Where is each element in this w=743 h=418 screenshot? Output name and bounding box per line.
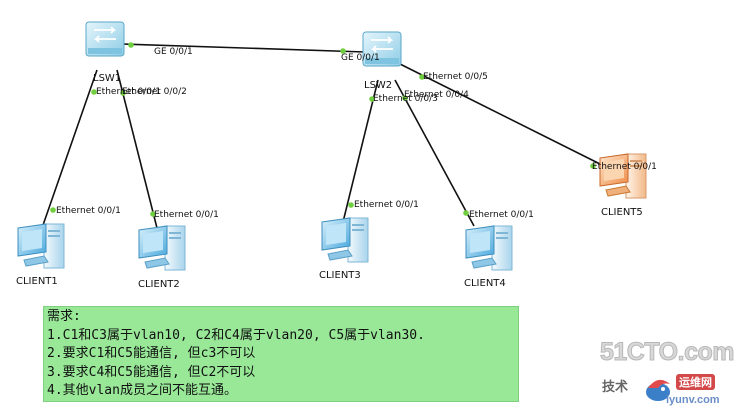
watermark-tagline: 技术: [602, 380, 629, 395]
requirements-box: 需求: 1.C1和C3属于vlan10, C2和C4属于vlan20, C5属于…: [43, 306, 519, 402]
computer-icon[interactable]: [462, 224, 518, 274]
link-lsw1-lsw2: [121, 43, 366, 53]
site-watermark: 51CTO.com 技术 运维网 iyunv.com: [596, 336, 736, 412]
device-name-client1: CLIENT1: [16, 276, 58, 287]
link-lsw1-client2: [116, 69, 158, 229]
link-lsw2-client4: [394, 79, 475, 227]
port-label-lsw1-ge: GE 0/0/1: [154, 47, 193, 57]
port-dot-lsw1-eth1: [91, 89, 97, 95]
computer-icon[interactable]: [596, 152, 652, 202]
port-dot-lsw2-eth3: [369, 96, 375, 102]
device-name-lsw1: LSW1: [93, 73, 122, 84]
port-label-client3: Ethernet 0/0/1: [354, 200, 419, 210]
device-name-client3: CLIENT3: [319, 270, 361, 281]
computer-icon[interactable]: [135, 224, 191, 274]
port-dot-lsw2-ge: [340, 48, 346, 54]
port-dots: [50, 42, 596, 217]
port-dot-lsw1-ge: [128, 42, 134, 48]
port-label-client4: Ethernet 0/0/1: [469, 210, 534, 220]
port-dot-client2: [150, 211, 156, 217]
computer-icon[interactable]: [318, 216, 374, 266]
device-name-client2: CLIENT2: [138, 279, 180, 290]
port-label-lsw2-eth5: Ethernet 0/0/5: [423, 72, 488, 82]
link-lsw2-client3: [342, 79, 379, 223]
watermark-badge: 运维网: [676, 374, 715, 390]
port-label-lsw1-eth2: Ethernet 0/0/2: [122, 87, 187, 97]
requirement-line: 2.要求C1和C5能通信, 但c3不可以: [47, 346, 256, 361]
port-label-lsw2-ge: GE 0/0/1: [341, 53, 380, 63]
switch-icon[interactable]: [362, 31, 402, 67]
port-label-client2: Ethernet 0/0/1: [154, 210, 219, 220]
bird-logo-icon: [646, 379, 670, 401]
device-name-lsw2: LSW2: [364, 80, 393, 91]
requirement-line: 4.其他vlan成员之间不能互通。: [47, 383, 237, 398]
requirements-title: 需求:: [47, 309, 81, 324]
watermark-url: iyunv.com: [666, 394, 720, 406]
port-dot-client4: [463, 210, 469, 216]
port-dot-lsw1-eth2: [120, 90, 126, 96]
port-label-lsw2-eth3: Ethernet 0/0/3: [373, 94, 438, 104]
port-label-lsw2-eth4: Ethernet 0/0/4: [404, 90, 469, 100]
port-dot-client3: [348, 202, 354, 208]
port-label-client5: Ethernet 0/0/1: [592, 162, 657, 172]
port-dot-lsw2-eth4: [402, 95, 408, 101]
port-label-lsw1-eth1: Ethernet 0/0/1: [96, 87, 161, 97]
link-lsw1-client1: [41, 69, 98, 229]
port-dot-lsw2-eth5: [419, 74, 425, 80]
link-lsw2-client5: [399, 63, 613, 171]
device-name-client5: CLIENT5: [601, 207, 643, 218]
requirement-line: 1.C1和C3属于vlan10, C2和C4属于vlan20, C5属于vlan…: [47, 327, 425, 343]
port-dot-client5: [590, 163, 596, 169]
computer-icon[interactable]: [14, 222, 70, 272]
device-name-client4: CLIENT4: [464, 278, 506, 289]
watermark-logo-text: 51CTO.com: [600, 338, 735, 367]
port-label-client1: Ethernet 0/0/1: [56, 206, 121, 216]
port-dot-client1: [50, 207, 56, 213]
switch-icon[interactable]: [85, 21, 125, 57]
requirement-line: 3.要求C4和C5能通信, 但C2不可以: [47, 364, 256, 380]
